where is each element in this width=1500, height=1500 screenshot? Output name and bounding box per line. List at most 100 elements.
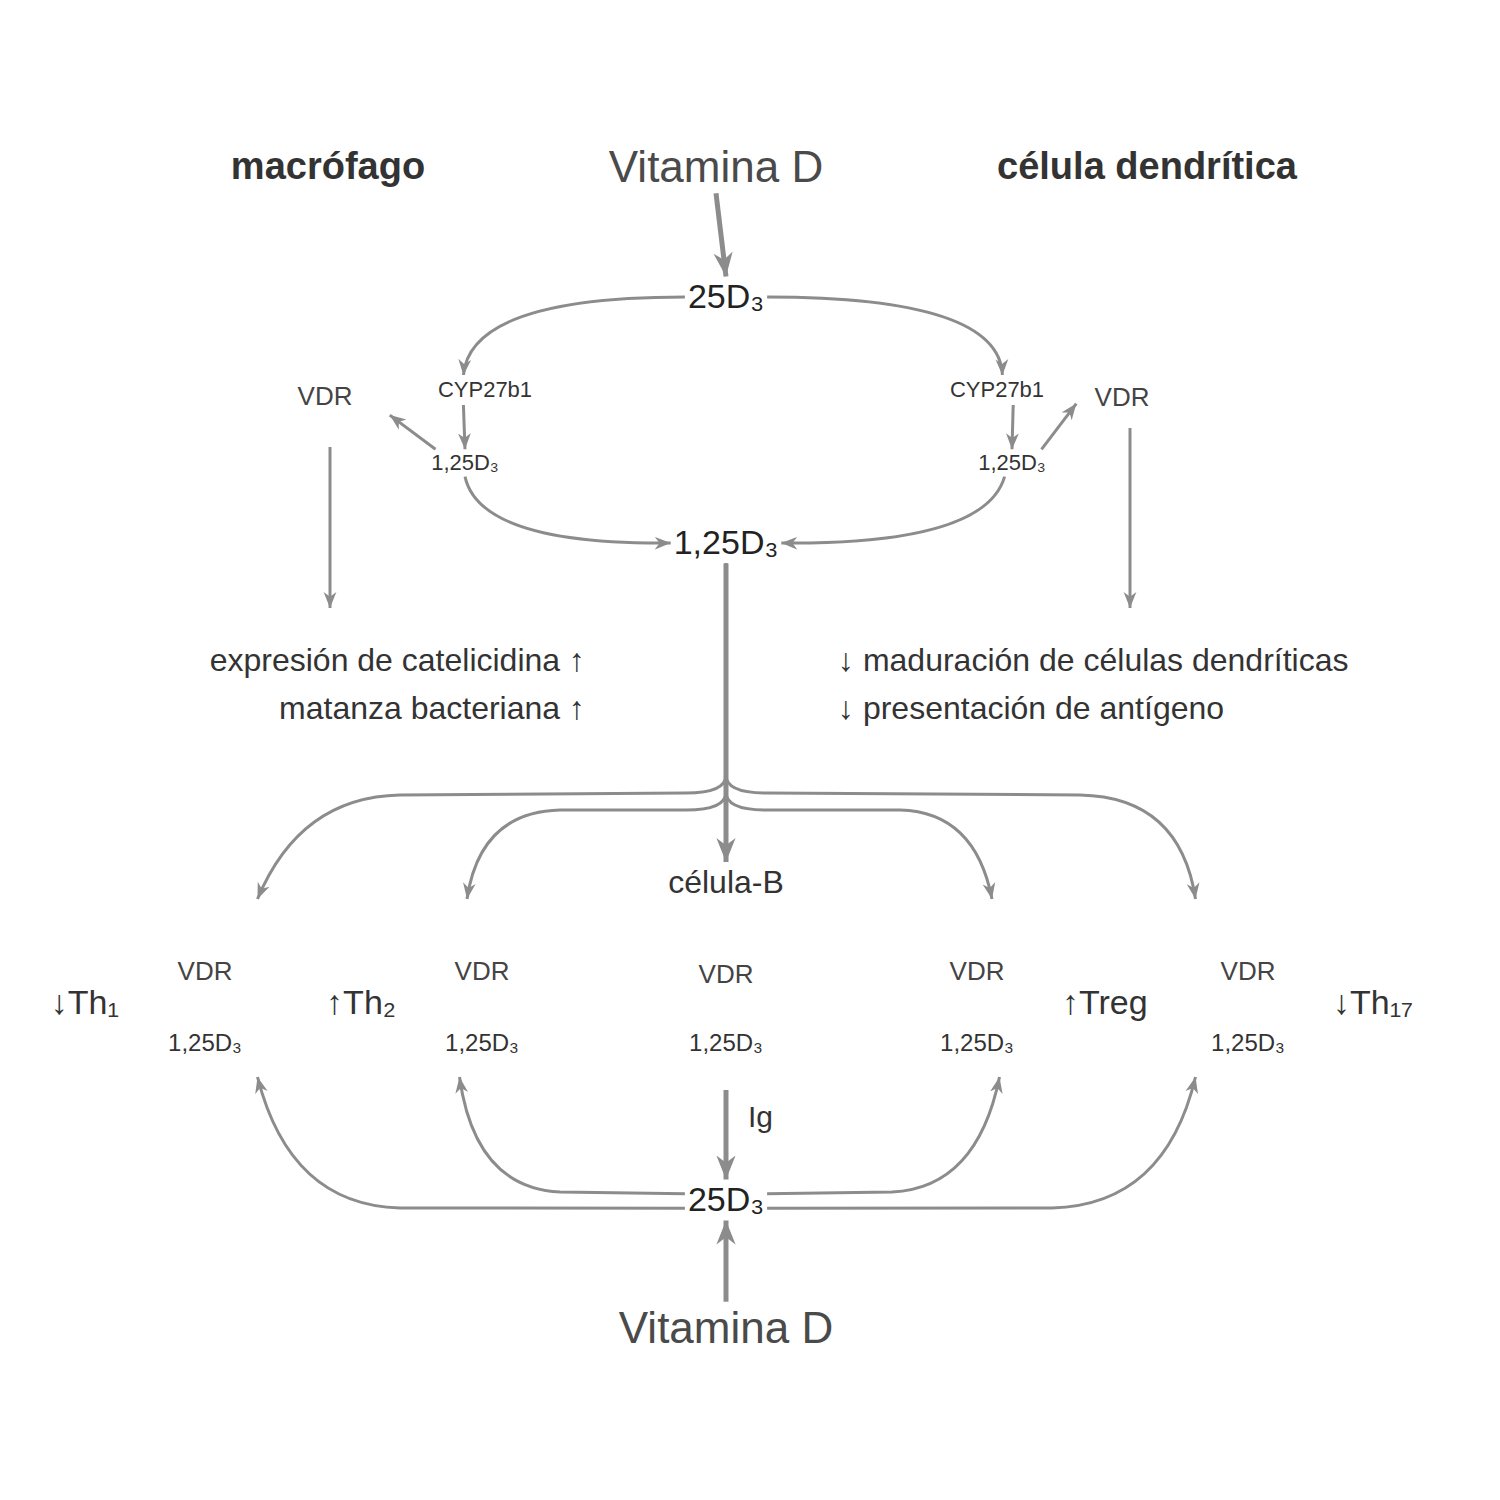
node-text: VDR: [1218, 956, 1279, 988]
mediator-label: 1,25D₃: [1208, 1028, 1288, 1058]
connector-arrow: [724, 1090, 729, 1180]
connector-arrow: [463, 297, 685, 375]
text-slot: ↓ presentación de antígeno: [835, 689, 1227, 728]
text-slot: ↓Th₁₇: [1330, 982, 1416, 1023]
text-slot: ↓ maduración de células dendríticas: [835, 641, 1352, 680]
t-cell: ↓Th₁1,25D₃VDR: [130, 899, 280, 1077]
effect-arrow: [329, 447, 332, 608]
node-text: VDR: [696, 959, 757, 991]
vdr-nucleus: VDR: [1196, 930, 1300, 1014]
text-slot: VDR: [175, 956, 236, 988]
macrophage-cell: macrófagoVDRCYP27b11,25D₃: [195, 255, 580, 540]
connector-arrow: [258, 1077, 685, 1208]
receptor-zone: [943, 950, 1011, 994]
text-slot: 1,25D₃: [165, 1028, 245, 1058]
mediator-label: 1,25D₃: [442, 1028, 522, 1058]
mediator-label: 1,25D₃: [937, 1028, 1017, 1058]
text-slot: macrófago: [228, 144, 428, 190]
t-cell: ↑Treg1,25D₃VDR: [902, 899, 1052, 1077]
text-slot: ↑Th₂: [323, 982, 399, 1023]
vdr-nucleus: VDR: [252, 287, 408, 443]
text-slot: 1,25D₃: [937, 1028, 1017, 1058]
t-cell: ↓Th₁₇1,25D₃VDR: [1173, 899, 1323, 1077]
enzyme-box: CYP27b1: [943, 375, 1051, 404]
edge-label: Ig: [745, 1099, 776, 1136]
node-text: 1,25D₃: [671, 522, 782, 563]
connector-arrow: [460, 1077, 685, 1194]
nucleus-body: [153, 930, 257, 1014]
node-text: VDR: [452, 956, 513, 988]
cell-membrane: [132, 909, 277, 1076]
vdr-nucleus: VDR: [925, 930, 1029, 1014]
mediator-label: 1,25D₃: [165, 1028, 245, 1058]
cell-membrane: [885, 235, 1288, 555]
text-slot: VDR: [947, 956, 1008, 988]
vdr-nucleus: VDR: [430, 930, 534, 1014]
connector-arrow: [716, 193, 726, 276]
vdr-nucleus: VDR: [153, 930, 257, 1014]
text-slot: 1,25D₃: [442, 1028, 522, 1058]
effect-label: matanza bacteriana ↑: [276, 689, 588, 728]
connector-arrow: [463, 405, 465, 450]
text-slot: Ig: [745, 1099, 776, 1136]
cell-heading: célula-B: [665, 863, 787, 902]
node-text: CYP27b1: [431, 375, 539, 404]
text-slot: VDR: [1092, 382, 1153, 414]
nucleus-body: [925, 930, 1029, 1014]
node-text: 25D₃: [685, 276, 767, 317]
receptor-zone: [1082, 372, 1162, 424]
node-text: CYP27b1: [943, 375, 1051, 404]
effect-arrow: [1129, 428, 1132, 608]
connector-arrow: [781, 477, 1004, 543]
nucleus-body: [252, 287, 408, 443]
nucleus-body: [671, 940, 781, 1010]
receptor-zone: [281, 370, 369, 424]
metabolite-node: 1,25D₃: [671, 522, 782, 563]
text-slot: 1,25D₃: [686, 1028, 766, 1058]
cell-membrane: [203, 264, 571, 526]
node-text: VDR: [175, 956, 236, 988]
node-text: Vitamina D: [616, 1302, 836, 1355]
t-cell: ↑Th₂1,25D₃VDR: [407, 899, 557, 1077]
cell-heading: ↓Th₁: [48, 982, 122, 1023]
dendritic-cell-outline: [878, 225, 1293, 570]
text-slot: VDR: [452, 956, 513, 988]
connector-arrow: [726, 564, 1196, 900]
text-slot: VDR: [696, 959, 757, 991]
node-text: VDR: [295, 381, 356, 413]
cell-heading: célula dendrítica: [994, 144, 1300, 190]
connector-arrow: [390, 415, 436, 449]
cell-group: [1175, 909, 1320, 1076]
cell-heading: ↓Th₁₇: [1330, 982, 1416, 1023]
nucleus-body: [430, 930, 534, 1014]
metabolite-node: 25D₃: [685, 1179, 767, 1220]
vdr-nucleus: VDR: [1063, 310, 1177, 424]
node-text: Vitamina D: [606, 141, 826, 194]
connector-arrow: [1012, 405, 1013, 450]
text-slot: ↑Treg: [1059, 982, 1151, 1023]
cell-membrane: [904, 909, 1049, 1076]
cell-group: [649, 924, 801, 1083]
metabolite-node: 1,25D₃: [975, 449, 1049, 476]
effect-label: ↓ maduración de células dendríticas: [835, 641, 1352, 680]
connector-arrow: [726, 564, 992, 900]
cell-membrane: [409, 909, 554, 1076]
effect-label: ↓ presentación de antígeno: [835, 689, 1227, 728]
connector-arrow: [258, 564, 727, 900]
enzyme-box: CYP27b1: [431, 375, 539, 404]
connector-arrow: [767, 1077, 1195, 1208]
text-slot: VDR: [295, 381, 356, 413]
mediator-label: 1,25D₃: [686, 1028, 766, 1058]
connector-arrow: [767, 297, 1002, 375]
node-text: VDR: [947, 956, 1008, 988]
connector-arrow: [467, 564, 726, 900]
connector-arrow: [724, 1221, 729, 1302]
cell-group: [132, 909, 277, 1076]
text-slot: 1,25D₃: [1208, 1028, 1288, 1058]
node-text: 1,25D₃: [428, 449, 502, 476]
receptor-zone: [171, 950, 239, 994]
connector-arrow: [465, 477, 671, 543]
text-slot: expresión de catelicidina ↑: [207, 641, 588, 680]
